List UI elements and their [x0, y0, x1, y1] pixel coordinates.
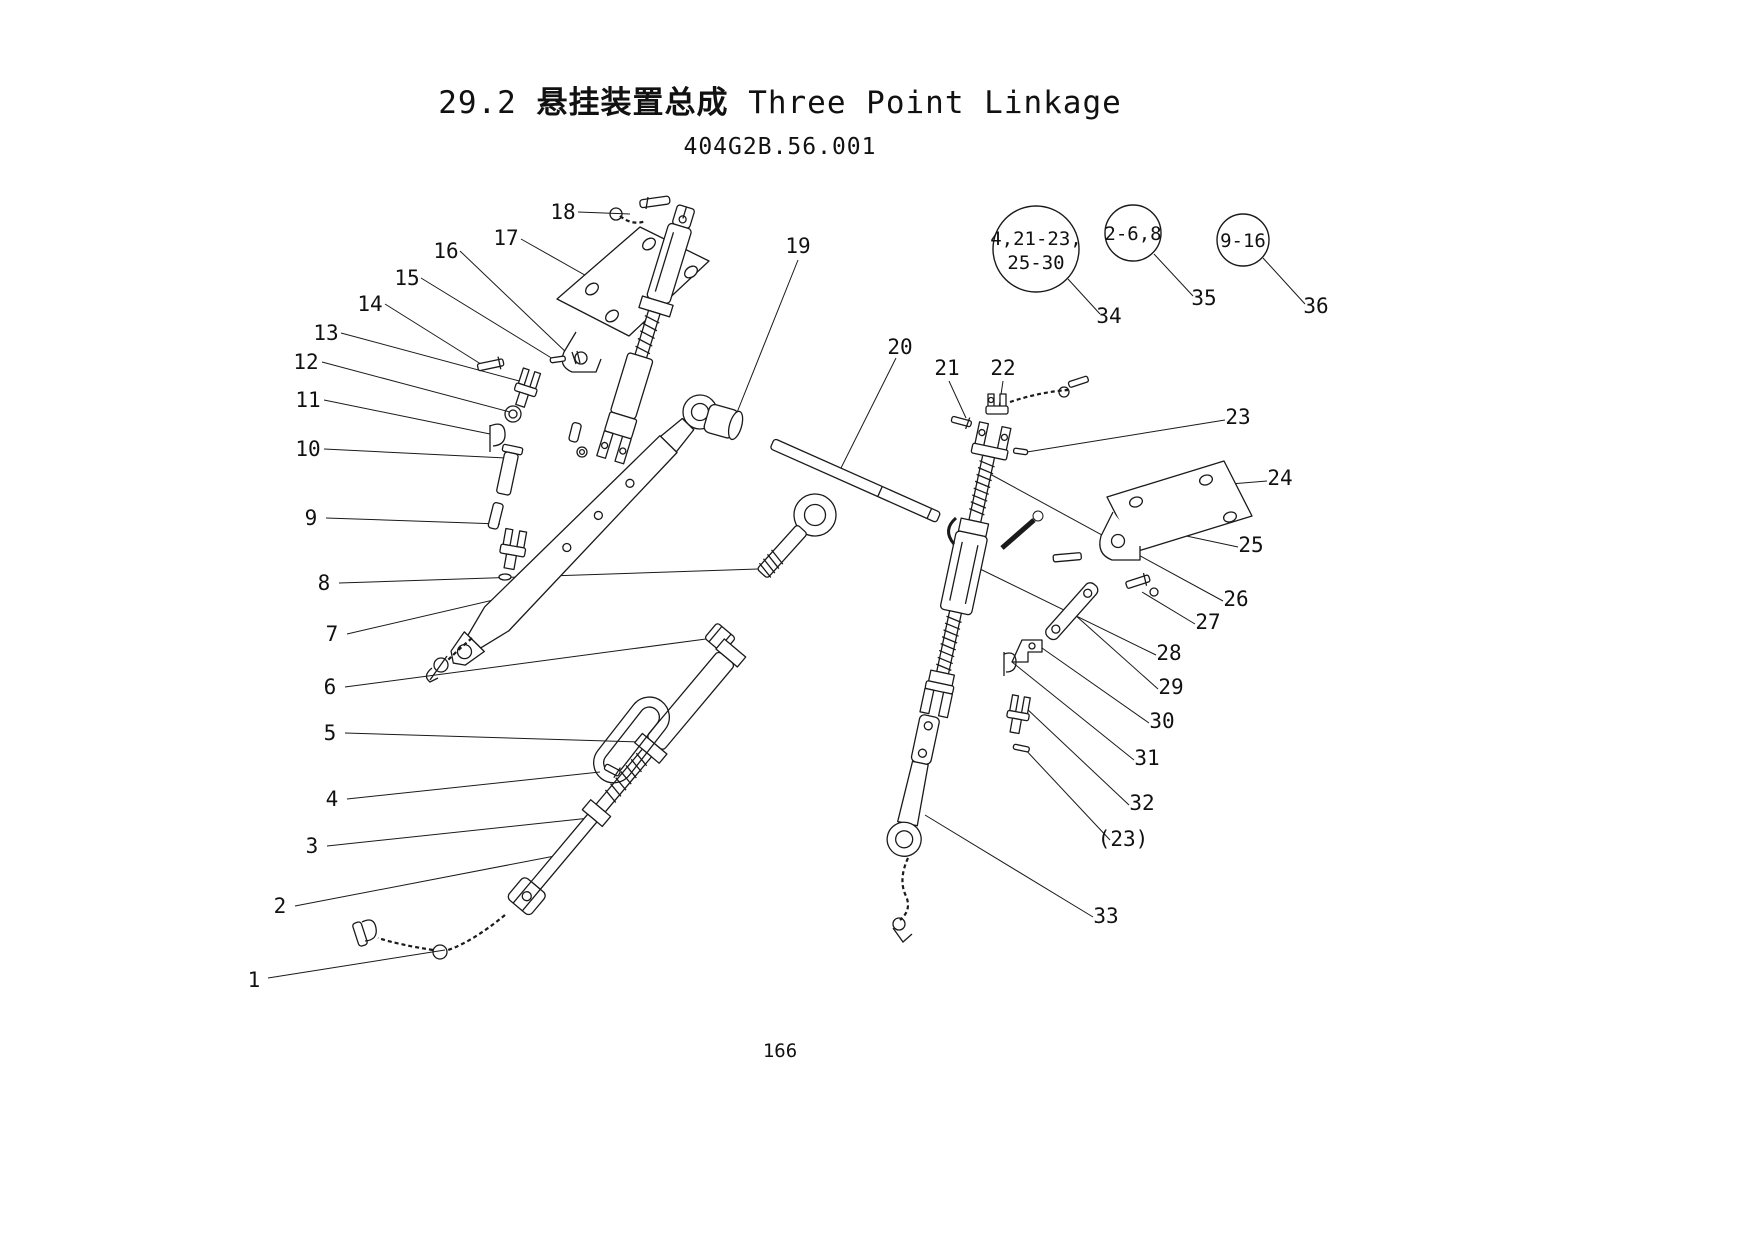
title-english: Three Point Linkage [748, 85, 1122, 121]
lift-rod-chain-linch-pin [352, 914, 506, 960]
section-number: 29.2 [438, 85, 517, 121]
callout-3: 3 [306, 834, 319, 858]
page-title: 29.2 悬挂装置总成 Three Point Linkage [0, 86, 1560, 120]
callout-35: 35 [1191, 286, 1216, 310]
top-link-assembly [596, 204, 695, 465]
callout-19: 19 [785, 234, 810, 258]
right-small-parts [950, 375, 1159, 753]
group-reference-bubbles [992, 204, 1270, 293]
leveling-rod [770, 438, 941, 523]
callout-15: 15 [394, 266, 419, 290]
callout-17: 17 [493, 226, 518, 250]
callouts: 1 2 3 4 5 6 7 8 9 10 11 12 13 14 15 16 1… [248, 200, 1329, 992]
callout-30: 30 [1149, 709, 1174, 733]
right-rod-chain-hook [892, 857, 913, 943]
callout-22: 22 [990, 356, 1015, 380]
right-bracket-plate [1099, 460, 1253, 561]
callout-6: 6 [324, 675, 337, 699]
callout-36: 36 [1303, 294, 1328, 318]
callout-14: 14 [357, 292, 382, 316]
callout-4: 4 [326, 787, 339, 811]
title-chinese: 悬挂装置总成 [536, 85, 729, 121]
callout-25: 25 [1238, 533, 1263, 557]
callout-13: 13 [313, 321, 338, 345]
assembly-part-number: 404G2B.56.001 [683, 134, 877, 160]
leader-lines [267, 211, 1306, 979]
callout-21: 21 [934, 356, 959, 380]
lower-link-arm [450, 394, 718, 666]
group-label-35: 2-6,8 [1104, 223, 1161, 245]
page-number: 166 [762, 1040, 798, 1062]
callout-27: 27 [1195, 610, 1220, 634]
callout-29: 29 [1158, 675, 1183, 699]
callout-10: 10 [295, 437, 320, 461]
callout-5: 5 [324, 721, 337, 745]
group-label-34-line1: 4,21-23, [990, 228, 1082, 250]
callout-2: 2 [274, 894, 287, 918]
callout-18: 18 [550, 200, 575, 224]
callout-9: 9 [305, 506, 318, 530]
group-bubble-36 [1216, 213, 1270, 267]
callout-7: 7 [326, 622, 339, 646]
right-lift-rod-assembly [886, 421, 1012, 857]
callout-24: 24 [1267, 466, 1292, 490]
callout-33: 33 [1093, 904, 1118, 928]
handle-pin [603, 763, 621, 779]
callout-20: 20 [887, 335, 912, 359]
callout-1: 1 [248, 968, 261, 992]
crank-handle [947, 510, 1044, 550]
spacer-bushing [703, 403, 744, 441]
group-label-34-line2: 25-30 [1007, 252, 1064, 274]
callout-31: 31 [1134, 746, 1159, 770]
callout-16: 16 [433, 239, 458, 263]
callout-23-ref: (23) [1098, 827, 1149, 851]
pin-parts-cluster [476, 350, 588, 581]
group-label-36: 9-16 [1220, 230, 1266, 252]
callout-12: 12 [293, 350, 318, 374]
callout-11: 11 [295, 388, 320, 412]
ball-joint-rod [757, 493, 837, 578]
callout-26: 26 [1223, 587, 1248, 611]
group-bubble-35 [1104, 204, 1162, 262]
callout-28: 28 [1156, 641, 1181, 665]
callout-32: 32 [1129, 791, 1154, 815]
callout-34: 34 [1096, 304, 1121, 328]
group-bubble-34 [992, 205, 1080, 293]
callout-8: 8 [318, 571, 331, 595]
callout-23: 23 [1225, 405, 1250, 429]
top-pin-and-chain [609, 195, 671, 224]
arm-chain-linch-pin [425, 637, 473, 683]
